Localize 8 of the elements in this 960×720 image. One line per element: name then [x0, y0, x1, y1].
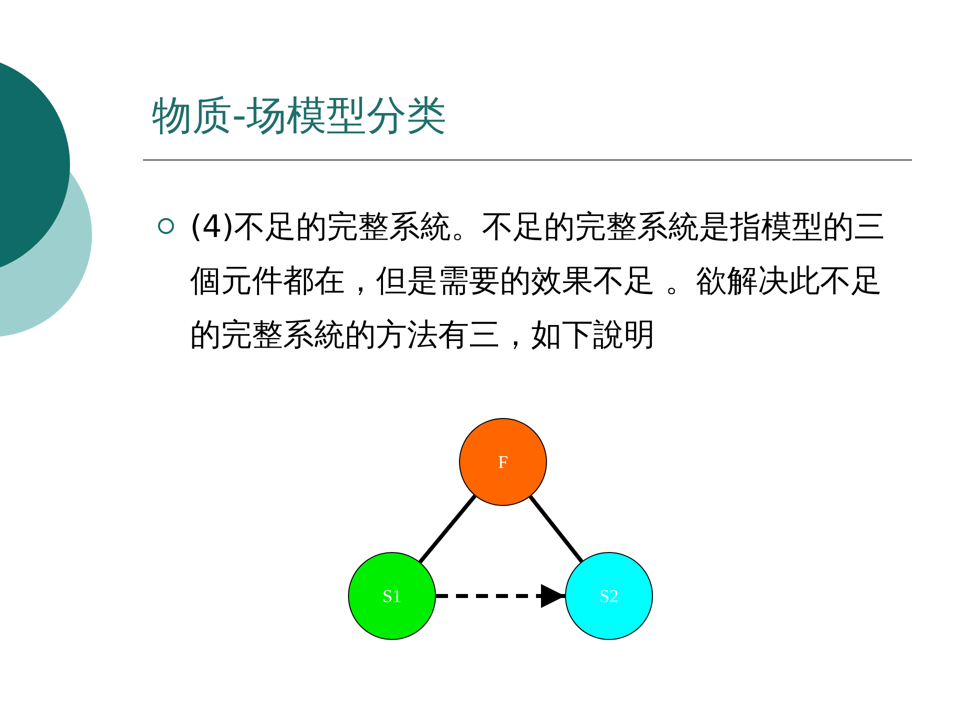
connector	[436, 584, 565, 608]
slide-title: 物质-场模型分类	[152, 92, 446, 141]
connector	[528, 495, 584, 563]
connector	[418, 494, 476, 564]
node-label: F	[498, 452, 508, 472]
node-label: S2	[599, 586, 618, 606]
paragraph: (4)不足的完整系統。不足的完整系統是指模型的三個元件都在，但是需要的效果不足 。欲解决此不足的完整系統的方法有三，如下說明	[190, 208, 886, 355]
node-label: S1	[382, 586, 402, 606]
